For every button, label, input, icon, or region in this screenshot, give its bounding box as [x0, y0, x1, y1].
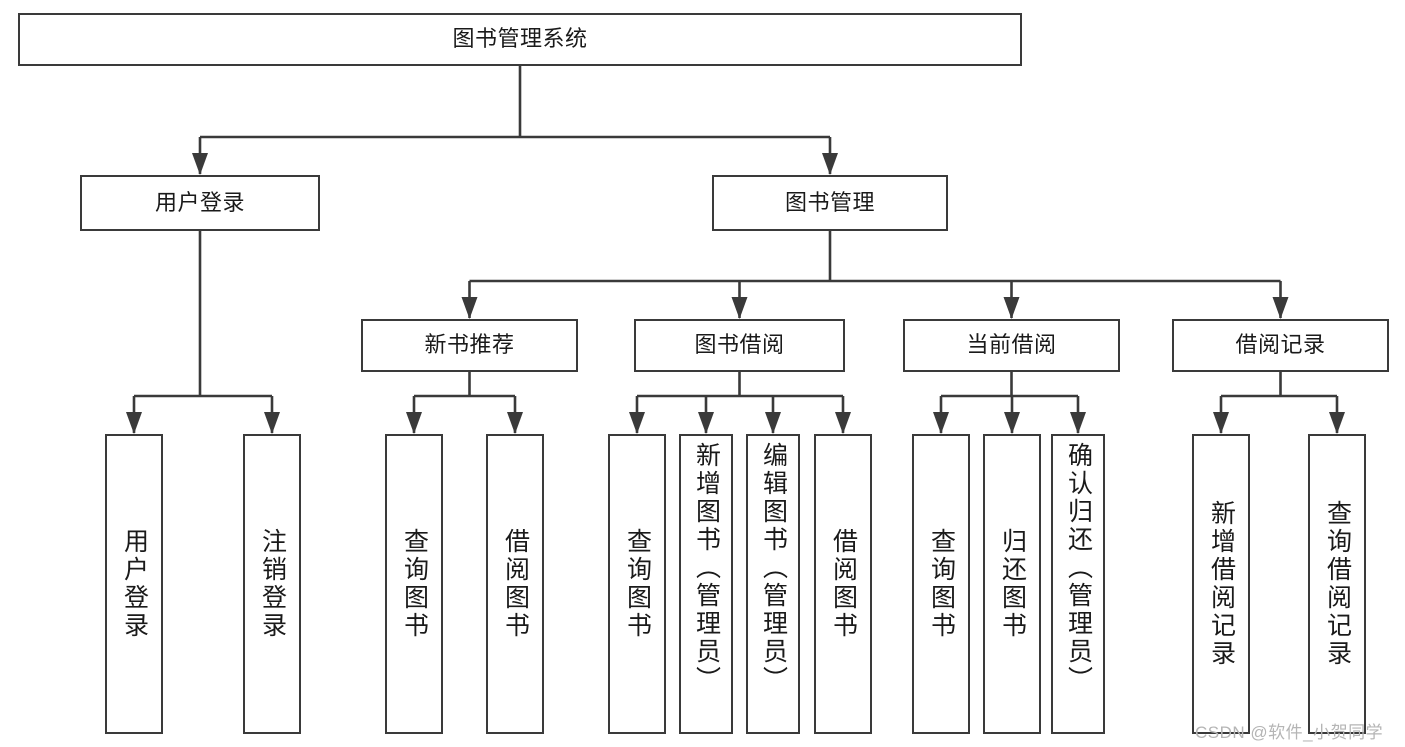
- node-l-re-query[interactable]: 查询借阅记录: [1308, 434, 1366, 734]
- arrow-head: [835, 412, 851, 434]
- node-l-bo-query[interactable]: 查询图书: [608, 434, 666, 734]
- arrow-head: [264, 412, 280, 434]
- arrow-head: [731, 297, 748, 319]
- node-label: 图书管理系统: [452, 26, 588, 52]
- node-label: 确认归还（管理员）: [1064, 442, 1093, 694]
- node-l-nb-borrow[interactable]: 借阅图书: [486, 434, 544, 734]
- arrow-head: [1329, 412, 1345, 434]
- node-l-re-add[interactable]: 新增借阅记录: [1192, 434, 1250, 734]
- arrow-head: [1003, 297, 1020, 319]
- arrow-head: [507, 412, 523, 434]
- node-l-nb-query[interactable]: 查询图书: [385, 434, 443, 734]
- node-root[interactable]: 图书管理系统: [18, 13, 1022, 66]
- node-label: 查询借阅记录: [1323, 500, 1352, 668]
- node-label: 注销登录: [258, 528, 287, 640]
- node-l-cu-query[interactable]: 查询图书: [912, 434, 970, 734]
- arrow-head: [1004, 412, 1020, 434]
- node-label: 编辑图书（管理员）: [759, 442, 788, 694]
- node-label: 新增借阅记录: [1207, 500, 1236, 668]
- arrow-head: [698, 412, 714, 434]
- node-borrow[interactable]: 图书借阅: [634, 319, 845, 372]
- node-label: 查询图书: [927, 528, 956, 640]
- node-label: 借阅图书: [829, 528, 858, 640]
- node-l-login[interactable]: 用户登录: [105, 434, 163, 734]
- node-label: 用户登录: [154, 189, 245, 215]
- node-l-bo-edit[interactable]: 编辑图书（管理员）: [746, 434, 800, 734]
- node-l-bo-add[interactable]: 新增图书（管理员）: [679, 434, 733, 734]
- node-label: 图书管理: [784, 189, 875, 215]
- node-label: 当前借阅: [966, 332, 1057, 358]
- arrow-head: [822, 153, 838, 175]
- csdn-watermark: CSDN @软件_小贺同学: [1195, 723, 1384, 742]
- arrow-head: [126, 412, 142, 434]
- arrow-head: [933, 412, 949, 434]
- node-label: 新增图书（管理员）: [692, 442, 721, 694]
- node-label: 查询图书: [623, 528, 652, 640]
- node-label: 图书借阅: [694, 332, 785, 358]
- arrow-head: [192, 153, 208, 175]
- arrow-head: [1070, 412, 1086, 434]
- arrow-head: [1213, 412, 1229, 434]
- node-label: 新书推荐: [424, 332, 515, 358]
- arrow-head: [765, 412, 781, 434]
- node-label: 归还图书: [998, 528, 1027, 640]
- node-newbook[interactable]: 新书推荐: [361, 319, 578, 372]
- node-current[interactable]: 当前借阅: [903, 319, 1120, 372]
- node-label: 借阅图书: [501, 528, 530, 640]
- arrow-head: [629, 412, 645, 434]
- node-l-cu-confirm[interactable]: 确认归还（管理员）: [1051, 434, 1105, 734]
- arrow-head: [1272, 297, 1289, 319]
- node-label: 借阅记录: [1235, 332, 1326, 358]
- node-label: 查询图书: [400, 528, 429, 640]
- arrow-head: [461, 297, 478, 319]
- node-l-logout[interactable]: 注销登录: [243, 434, 301, 734]
- node-bookmgmt[interactable]: 图书管理: [712, 175, 948, 231]
- arrow-head: [406, 412, 422, 434]
- node-l-cu-return[interactable]: 归还图书: [983, 434, 1041, 734]
- node-label: 用户登录: [120, 528, 149, 640]
- node-records[interactable]: 借阅记录: [1172, 319, 1389, 372]
- node-login[interactable]: 用户登录: [80, 175, 320, 231]
- node-l-bo-lend[interactable]: 借阅图书: [814, 434, 872, 734]
